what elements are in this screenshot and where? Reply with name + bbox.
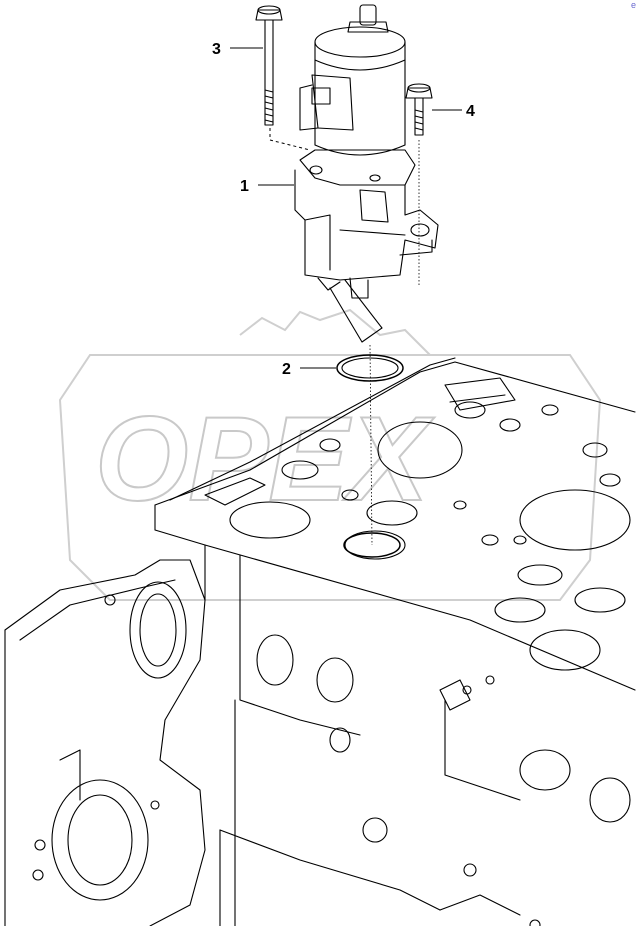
callout-label-2: 2 [282, 361, 291, 378]
mounting-bore [343, 532, 401, 558]
bolt-4 [405, 83, 433, 285]
bolt-3 [255, 5, 311, 151]
callout-label-3: 3 [212, 41, 221, 58]
callout-label-1: 1 [240, 178, 249, 195]
engine-block [4, 357, 636, 926]
o-ring [336, 354, 404, 382]
callout-label-4: 4 [466, 103, 475, 120]
watermark-text: OPEX [95, 392, 435, 526]
corner-mark: e [630, 0, 636, 10]
watermark: OPEX [58, 308, 602, 601]
actuator-assembly [294, 4, 439, 343]
